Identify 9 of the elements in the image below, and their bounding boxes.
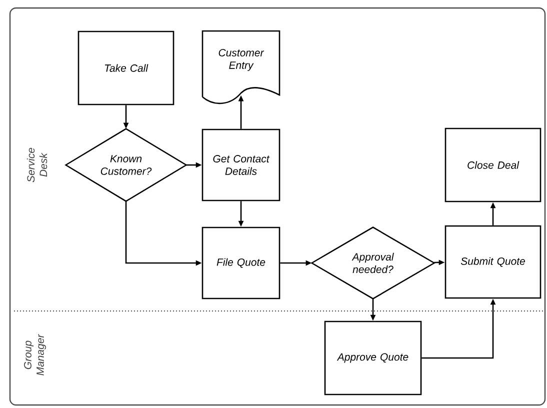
document-shape: Customer Entry	[202, 30, 280, 104]
process-box: Close Deal	[444, 128, 542, 202]
process-box: Approve Quote	[324, 320, 422, 396]
lane-label: Service Desk	[26, 148, 48, 182]
process-box: Get Contact Details	[202, 128, 280, 202]
process-box: File Quote	[202, 226, 280, 300]
process-box: Submit Quote	[444, 225, 542, 299]
process-box: Take Call	[78, 30, 174, 106]
lane-label: Group Manager	[24, 334, 46, 376]
